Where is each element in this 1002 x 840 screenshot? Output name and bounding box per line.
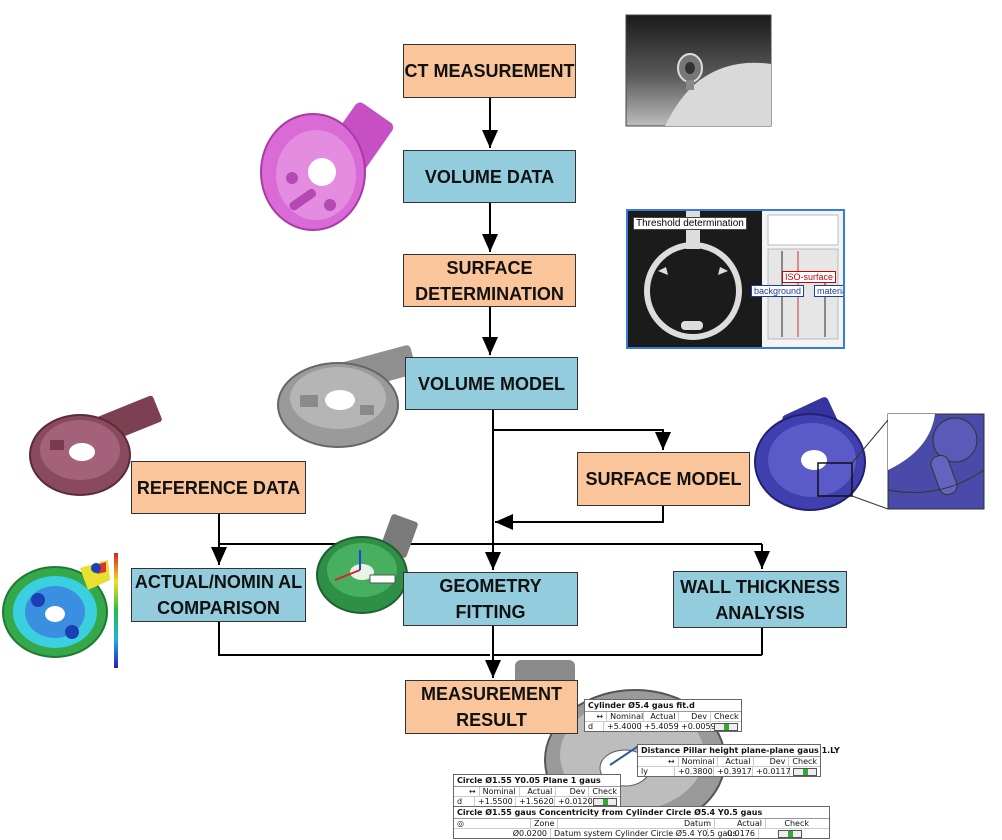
wall-thickness-analysis-box: WALL THICKNESS ANALYSIS bbox=[673, 571, 847, 628]
actual-nominal-comparison-box: ACTUAL/NOMIN AL COMPARISON bbox=[131, 568, 306, 622]
background-label: background bbox=[751, 285, 805, 297]
distance-table-title: Distance Pillar height plane-plane gaus … bbox=[638, 745, 840, 757]
concentricity-icon: ◎ bbox=[454, 819, 531, 828]
actual-value: +0.3917 bbox=[714, 767, 753, 776]
zone-value: Ø0.0200 bbox=[454, 829, 551, 838]
row-symbol: ly bbox=[638, 767, 675, 776]
check-indicator bbox=[711, 722, 741, 731]
color-scale-bar bbox=[114, 553, 118, 668]
row-symbol: d bbox=[585, 722, 604, 731]
table-row: ly +0.3800 +0.3917 +0.0117 bbox=[638, 767, 820, 776]
pink-volume-data-part bbox=[260, 102, 394, 231]
concentricity-table-header: ◎ Zone Datum Actual Check bbox=[454, 819, 829, 829]
row-symbol: d bbox=[454, 797, 475, 806]
dev-value: +0.0059 bbox=[678, 722, 716, 731]
actual-nominal-comparison-label: ACTUAL/NOMIN AL COMPARISON bbox=[134, 572, 303, 618]
distance-result-table: Distance Pillar height plane-plane gaus … bbox=[637, 744, 840, 777]
maroon-reference-part bbox=[29, 395, 162, 496]
table-row: d +1.5500 +1.5620 +0.0120 bbox=[454, 797, 620, 806]
blue-surface-model-part bbox=[754, 397, 889, 511]
geometry-fitting-box: GEOMETRY FITTING bbox=[403, 572, 578, 626]
nominal-value: +0.3800 bbox=[675, 767, 714, 776]
surface-model-box: SURFACE MODEL bbox=[577, 452, 750, 506]
header-nominal: Nominal bbox=[480, 787, 520, 796]
reference-data-box: REFERENCE DATA bbox=[131, 461, 306, 514]
circle-table-title: Circle Ø1.55 Y0.05 Plane 1 gaus bbox=[454, 775, 620, 787]
check-indicator bbox=[759, 829, 805, 838]
header-actual: Actual bbox=[715, 819, 766, 828]
header-check: Check bbox=[714, 712, 739, 721]
header-zone: Zone bbox=[531, 819, 558, 828]
header-check: Check bbox=[592, 787, 617, 796]
nominal-value: +5.4000 bbox=[604, 722, 642, 731]
table-row: Ø0.0200 Datum system Cylinder Circle Ø5.… bbox=[454, 829, 829, 838]
surface-determination-label: SURFACE DETERMINATION bbox=[415, 257, 564, 304]
actual-value: +1.5620 bbox=[516, 797, 555, 806]
threshold-title: Threshold determination bbox=[633, 217, 747, 230]
concentricity-result-table: Circle Ø1.55 gaus Concentricity from Cyl… bbox=[453, 806, 830, 839]
ct-photo-image bbox=[625, 14, 772, 127]
header-datum: Datum bbox=[558, 819, 715, 828]
header-check: Check bbox=[784, 819, 809, 828]
surface-determination-box: SURFACE DETERMINATION bbox=[403, 254, 576, 307]
datum-value: Datum system Cylinder Circle Ø5.4 Y0.5 g… bbox=[551, 829, 737, 838]
cylinder-result-table: Cylinder Ø5.4 gaus fit.d ↔ Nominal Actua… bbox=[584, 699, 742, 732]
cylinder-table-header: ↔ Nominal Actual Dev Check bbox=[585, 712, 741, 722]
concentricity-table-title: Circle Ø1.55 gaus Concentricity from Cyl… bbox=[454, 807, 829, 819]
geometry-fitting-part bbox=[316, 514, 418, 614]
actual-value: 0.0176 bbox=[708, 829, 759, 838]
surface-zoom-inset bbox=[887, 413, 985, 510]
threshold-panel: Threshold determination ISO-surface back… bbox=[626, 209, 845, 349]
comparison-colormap-part bbox=[2, 560, 110, 658]
measurement-result-box: MEASUREMENT RESULT bbox=[405, 680, 578, 734]
table-row: d +5.4000 +5.4059 +0.0059 bbox=[585, 722, 741, 731]
actual-value: +5.4059 bbox=[641, 722, 679, 731]
header-dev: Dev bbox=[679, 712, 711, 721]
volume-model-box: VOLUME MODEL bbox=[405, 357, 578, 410]
cylinder-table-title: Cylinder Ø5.4 gaus fit.d bbox=[585, 700, 741, 712]
dev-value: +0.0120 bbox=[555, 797, 593, 806]
volume-data-box: VOLUME DATA bbox=[403, 150, 576, 203]
wall-thickness-analysis-label: WALL THICKNESS ANALYSIS bbox=[680, 576, 840, 623]
dev-value: +0.0117 bbox=[753, 767, 791, 776]
reference-data-label: REFERENCE DATA bbox=[136, 477, 301, 498]
header-dev: Dev bbox=[556, 787, 590, 796]
header-actual: Actual bbox=[718, 757, 755, 766]
header-nominal: Nominal bbox=[607, 712, 645, 721]
header-actual: Actual bbox=[520, 787, 557, 796]
check-indicator bbox=[790, 767, 820, 776]
circle-table-header: ↔ Nominal Actual Dev Check bbox=[454, 787, 620, 797]
measurement-result-label: MEASUREMENT RESULT bbox=[420, 684, 562, 730]
geometry-fitting-label: GEOMETRY FITTING bbox=[439, 576, 542, 622]
header-actual: Actual bbox=[644, 712, 680, 721]
distance-table-header: ↔ Nominal Actual Dev Check bbox=[638, 757, 820, 767]
threshold-slice-image bbox=[628, 211, 843, 347]
header-nominal: Nominal bbox=[679, 757, 718, 766]
grey-volume-model-part bbox=[277, 345, 417, 448]
ct-measurement-box: CT MEASUREMENT bbox=[403, 44, 576, 98]
ct-measurement-label: CT MEASUREMENT bbox=[404, 61, 575, 81]
circle-result-table: Circle Ø1.55 Y0.05 Plane 1 gaus ↔ Nomina… bbox=[453, 774, 621, 807]
volume-data-label: VOLUME DATA bbox=[424, 166, 555, 187]
header-dev: Dev bbox=[754, 757, 790, 766]
nominal-value: +1.5500 bbox=[475, 797, 516, 806]
check-indicator bbox=[590, 797, 620, 806]
iso-surface-label: ISO-surface bbox=[782, 271, 837, 283]
header-check: Check bbox=[792, 757, 818, 766]
surface-model-label: SURFACE MODEL bbox=[585, 469, 742, 489]
material-label: material bbox=[814, 285, 843, 297]
volume-model-label: VOLUME MODEL bbox=[418, 373, 565, 394]
